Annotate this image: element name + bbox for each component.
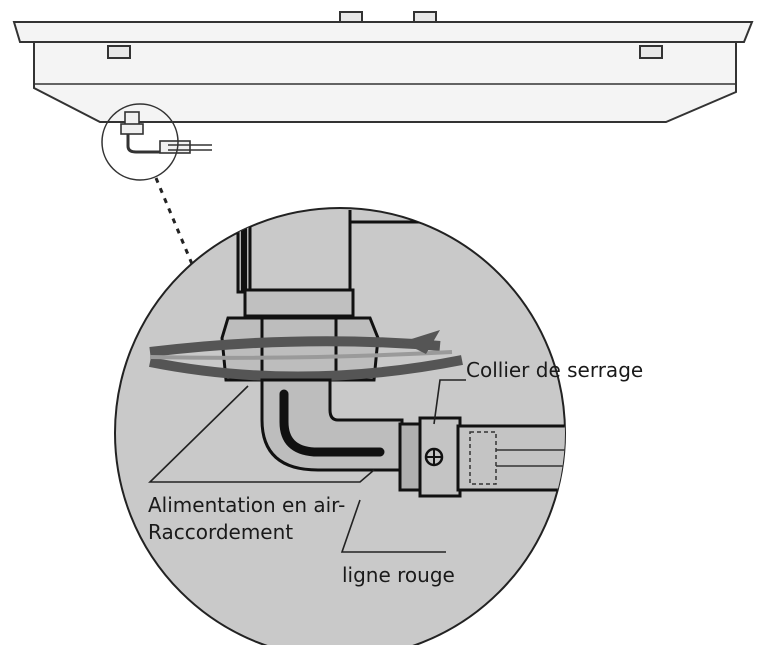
red-line-label: ligne rouge — [342, 563, 455, 587]
leader-lines — [148, 379, 466, 553]
air-supply-label-line1: Alimentation en air- — [148, 493, 345, 517]
magnified-fitting — [149, 208, 565, 498]
air-supply-label-line2: Raccordement — [148, 520, 293, 544]
small-fitting-detail — [120, 111, 212, 154]
magnifier-small-circle — [101, 103, 179, 181]
unit-panel — [12, 11, 754, 123]
clamp-label: Collier de serrage — [466, 358, 643, 382]
dashed-connector — [154, 177, 194, 265]
